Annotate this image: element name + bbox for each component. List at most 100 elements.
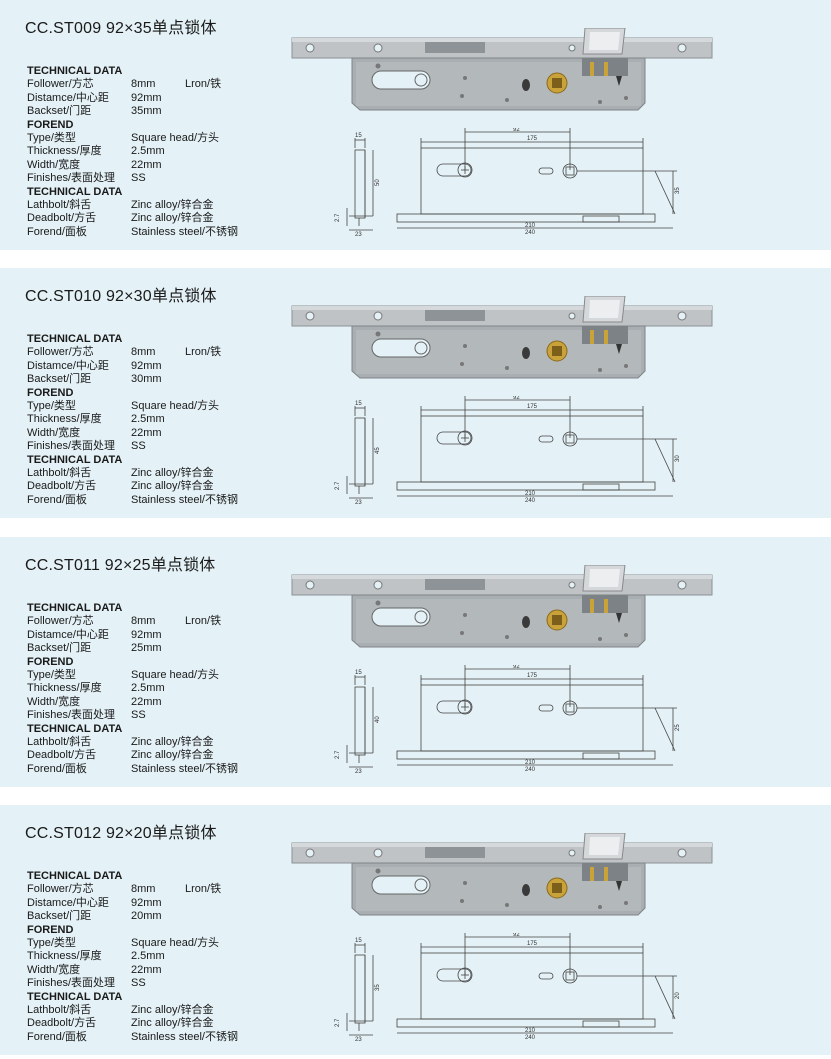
spec-value: Stainless steel/不锈钢: [131, 762, 238, 775]
spec-value: Zinc alloy/锌合金: [131, 735, 214, 748]
front-view: [396, 933, 677, 1034]
dim-240: 240: [525, 767, 536, 773]
spec-label: Backset/门距: [27, 373, 92, 386]
spec-label: TECHNICAL DATA: [27, 65, 123, 77]
spec-label: Deadbolt/方舌: [27, 212, 97, 225]
spec-label: Thickness/厚度: [27, 413, 102, 426]
front-view: [396, 128, 677, 229]
spec-label: Lathbolt/斜舌: [27, 466, 92, 479]
front-view: [396, 396, 677, 497]
dim-210: 210: [525, 1028, 536, 1034]
lock-body-photo: [291, 565, 713, 648]
dim-240: 240: [525, 230, 536, 236]
dim-92: 92: [513, 933, 520, 938]
spec-value: Square head/方头: [131, 131, 220, 144]
spec-label: Finishes/表面处理: [27, 172, 116, 185]
dim-backset: 20: [675, 992, 681, 999]
spec-label: TECHNICAL DATA: [27, 990, 123, 1003]
spec-value: Square head/方头: [131, 668, 220, 681]
spec-value: 30mm: [131, 373, 162, 386]
dim-depth: 35: [375, 984, 381, 991]
spec-label: Deadbolt/方舌: [27, 480, 97, 493]
spec-value: Zinc alloy/锌合金: [131, 480, 214, 493]
spec-label: Width/宽度: [27, 963, 81, 976]
spec-label: Backset/门距: [27, 642, 92, 655]
technical-drawing: 15 35 2.7 23: [335, 933, 681, 1043]
spec-label: Lathbolt/斜舌: [27, 735, 92, 748]
dim-23: 23: [355, 769, 362, 775]
dim-2-7: 2.7: [335, 750, 341, 759]
spec-value: Zinc alloy/锌合金: [131, 198, 214, 211]
cylinder-hole: [371, 607, 431, 627]
dim-15: 15: [355, 133, 362, 139]
spec-value: 2.5mm: [131, 950, 165, 963]
spec-label: Follower/方芯: [27, 78, 94, 91]
spec-label: FOREND: [27, 118, 74, 131]
spec-label: FOREND: [27, 655, 74, 668]
side-view: [346, 943, 374, 1036]
side-view: [346, 406, 374, 499]
spec-label: Lathbolt/斜舌: [27, 1003, 92, 1016]
dim-210: 210: [525, 760, 536, 766]
spec-value: 22mm: [131, 963, 162, 976]
spec-label: TECHNICAL DATA: [27, 185, 123, 198]
spec-value: 2.5mm: [131, 145, 165, 158]
dim-backset: 35: [675, 187, 681, 194]
spec-label: Distamce/中心距: [27, 91, 109, 104]
spec-label: FOREND: [27, 386, 74, 399]
spec-label: Finishes/表面处理: [27, 977, 116, 990]
spec-label: FOREND: [27, 923, 74, 936]
spec-value: 35mm: [131, 105, 162, 118]
spec-label: Type/类型: [27, 936, 76, 949]
spec-value: 92mm: [131, 91, 162, 104]
spec-value: 92mm: [131, 628, 162, 641]
spec-label: Deadbolt/方舌: [27, 1017, 97, 1030]
lock-body-photo: [291, 833, 713, 916]
model-title: CC.ST009 92×35单点锁体: [25, 20, 217, 37]
dim-23: 23: [355, 232, 362, 238]
spec-value: Zinc alloy/锌合金: [131, 1003, 214, 1016]
spec-label: TECHNICAL DATA: [27, 333, 123, 345]
spec-value: 2.5mm: [131, 682, 165, 695]
model-title: CC.ST011 92×25单点锁体: [25, 557, 216, 574]
spec-extra: Lron/铁: [185, 883, 222, 896]
spec-value: 8mm: [131, 883, 156, 896]
spec-value: 92mm: [131, 359, 162, 372]
spec-label: Distamce/中心距: [27, 359, 109, 372]
dim-depth: 45: [375, 447, 381, 454]
spec-label: Backset/门距: [27, 910, 92, 923]
cylinder-hole: [371, 875, 431, 895]
dim-15: 15: [355, 401, 362, 407]
spec-label: Thickness/厚度: [27, 145, 102, 158]
spec-label: Width/宽度: [27, 426, 81, 439]
dim-2-7: 2.7: [335, 213, 341, 222]
spec-label: TECHNICAL DATA: [27, 602, 123, 614]
dim-15: 15: [355, 670, 362, 676]
spec-label: Forend/面板: [27, 225, 87, 238]
spec-value: 8mm: [131, 78, 156, 91]
spec-value: Square head/方头: [131, 936, 220, 949]
dim-2-7: 2.7: [335, 1018, 341, 1027]
spec-label: Distamce/中心距: [27, 628, 109, 641]
model-title: CC.ST010 92×30单点锁体: [25, 288, 217, 305]
spec-value: SS: [131, 977, 146, 990]
spec-label: Width/宽度: [27, 158, 81, 171]
spec-label: Width/宽度: [27, 695, 81, 708]
dim-175: 175: [527, 941, 538, 947]
spec-value: Stainless steel/不锈钢: [131, 1030, 238, 1043]
spec-value: 2.5mm: [131, 413, 165, 426]
dim-240: 240: [525, 1035, 536, 1041]
dim-175: 175: [527, 404, 538, 410]
dim-175: 175: [527, 136, 538, 142]
dim-depth: 40: [375, 716, 381, 723]
dim-backset: 25: [675, 724, 681, 731]
dim-210: 210: [525, 491, 536, 497]
spec-value: Stainless steel/不锈钢: [131, 225, 238, 238]
spec-label: Forend/面板: [27, 493, 87, 506]
dim-depth: 50: [375, 179, 381, 186]
spec-extra: Lron/铁: [185, 615, 222, 628]
